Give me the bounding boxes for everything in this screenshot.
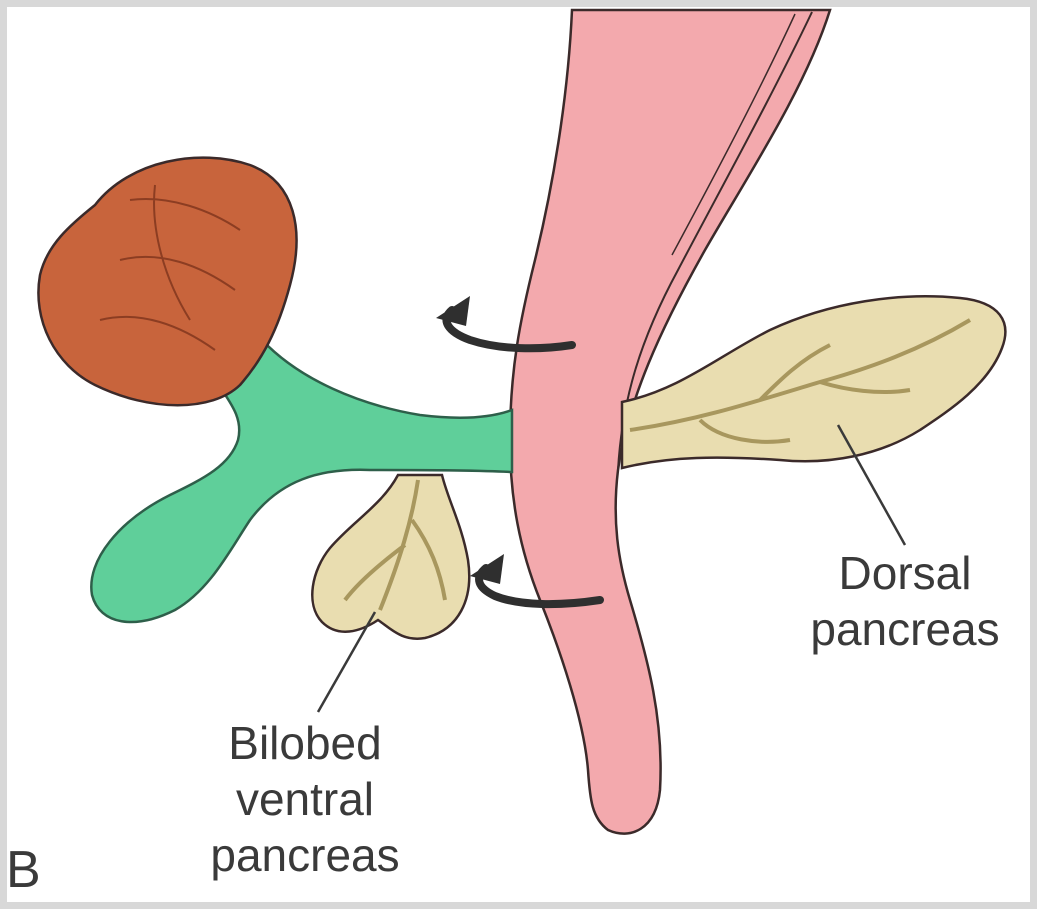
panel-label: B	[6, 840, 41, 900]
dorsal-label-line1: Dorsal	[780, 545, 1030, 601]
ventral-label-line2: ventral	[180, 771, 430, 827]
ventral-pancreas-label: Bilobed ventral pancreas	[180, 715, 430, 883]
ventral-label-line1: Bilobed	[180, 715, 430, 771]
dorsal-pancreas-label: Dorsal pancreas	[780, 545, 1030, 657]
rotation-arrow-upper-head	[436, 296, 470, 326]
ventral-label-line3: pancreas	[180, 827, 430, 883]
dorsal-label-line2: pancreas	[780, 601, 1030, 657]
